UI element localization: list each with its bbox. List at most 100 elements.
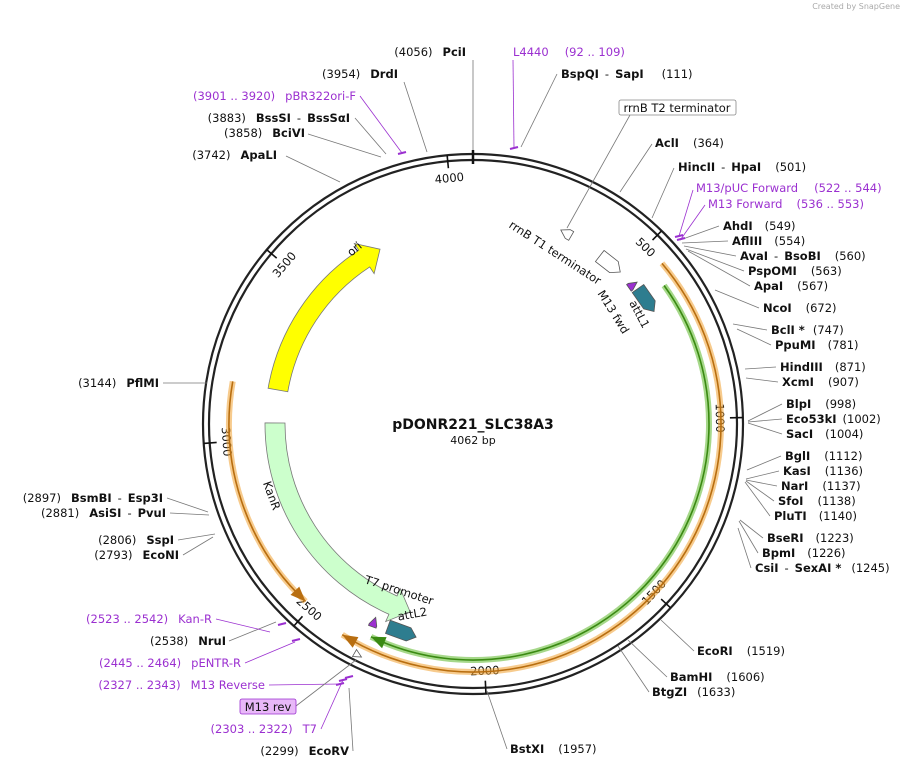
primer-mark-2: [674, 234, 684, 238]
site-nrui: (2538)NruI: [150, 634, 226, 648]
attl2-arrow: [384, 619, 417, 642]
orf-arrowhead-0: [370, 636, 387, 649]
site-avai: AvaI-BsoBI(560): [740, 249, 866, 263]
primer-leader-l4440: [512, 59, 515, 149]
site-sspi: (2806)SspI: [98, 533, 174, 547]
site-afliii: AflIII(554): [732, 234, 805, 248]
site-blpi: BlpI(998): [786, 397, 856, 411]
ori-arrow: [267, 242, 381, 393]
leader-ecorv: [348, 687, 354, 752]
primer-leader-m13-forward: [680, 204, 706, 240]
primer-kan-r: (2523 .. 2542)Kan-R: [86, 612, 212, 626]
leader-blpi: [747, 403, 783, 422]
m13-fwd-marker-shape: [626, 281, 638, 292]
primer-mark-8: [344, 675, 354, 679]
orf-arc-1: [341, 262, 722, 673]
tick-4000: [446, 155, 450, 169]
primer-mark-5: [291, 638, 301, 642]
site-asisi: (2881)AsiSI-PvuI: [41, 506, 166, 520]
m13-rev-box: M13 rev: [239, 698, 297, 715]
primer-leader-t7: [320, 679, 344, 730]
site-apali: (3742)ApaLI: [192, 148, 277, 162]
attl1-arrow: [631, 283, 656, 312]
leader-ncoi: [714, 289, 760, 309]
site-pcii: (4056)PciI: [394, 45, 466, 59]
tick-1500: [660, 598, 672, 609]
site-bsssi: (3883)BssSI-BssSαI: [208, 111, 350, 125]
leader-ppumi: [736, 328, 772, 346]
leader-xcmi: [745, 377, 779, 383]
primer-leader-pbr322ori-f: [359, 95, 403, 154]
primer-mark-1: [397, 151, 407, 155]
attl2-label: attL2: [396, 605, 428, 624]
site-acli: AclI(364): [655, 136, 724, 150]
leader-sfoi: [745, 480, 775, 502]
leader-ahdi: [679, 225, 720, 241]
leader-pluti: [744, 481, 771, 517]
tick-2500: [293, 615, 304, 627]
rrnb-t1-label: rrnB T1 terminator: [506, 218, 604, 288]
site-pspomi: PspOMI(563): [748, 264, 842, 278]
site-nari: NarI(1137): [781, 479, 861, 493]
site-bspqi: BspQI-SapI(111): [561, 67, 693, 81]
leader-hindiii: [744, 366, 777, 370]
site-pluti: PluTI(1140): [774, 509, 857, 523]
site-apai: ApaI(567): [754, 279, 828, 293]
site-hincii: HincII-HpaI(501): [678, 160, 806, 174]
leader-saci: [747, 422, 783, 435]
label-leader-lines: [163, 59, 783, 752]
site-ppumi: PpuMI(781): [775, 338, 859, 352]
snapgene-credit: Created by SnapGene: [812, 2, 900, 11]
kanr-arrow: [264, 422, 411, 623]
leader-sspi: [177, 533, 216, 541]
site-bgli: BglI(1112): [785, 449, 862, 463]
primer-mark-4: [277, 622, 287, 626]
primer-mark-7: [338, 678, 348, 682]
leader-pspomi: [685, 248, 745, 272]
site-bcivi: (3858)BciVI: [224, 126, 305, 140]
site-bseri: BseRI(1223): [767, 531, 854, 545]
leader-csii: [737, 527, 752, 569]
site-pflmi: (3144)PflMI: [78, 376, 159, 390]
rrnb-t1-arrow-shape: [594, 249, 621, 274]
leader-asisi: [169, 512, 210, 516]
plasmid-name: pDONR221_SLC38A3: [392, 417, 554, 433]
restriction-site-labels: (4056)PciI (3954)DrdI (3883)BssSI-BssSαI…: [23, 45, 890, 758]
leader-nari: [745, 479, 778, 487]
leader-bcivi: [307, 133, 382, 158]
site-xcmi: XcmI(907): [782, 375, 859, 389]
tick-3500: [266, 249, 278, 259]
m13-fwd-label: M13 fwd: [595, 287, 633, 336]
primer-t7: (2303 .. 2322)T7: [211, 722, 317, 736]
leader-bamhi: [627, 639, 668, 678]
primer-leader-pentr-r: [244, 641, 296, 664]
primer-labels: L4440(92 .. 109) (3901 .. 3920)pBR322ori…: [86, 45, 882, 736]
m13-rev-marker: [351, 648, 363, 658]
m13-fwd-marker: [626, 281, 638, 292]
tick-500: [651, 230, 663, 241]
orf-arcs: [226, 261, 724, 675]
leader-m13-rev: [295, 659, 357, 707]
rrnb-t2-arrow-shape: [560, 229, 575, 241]
primer-pbr322ori-f: (3901 .. 3920)pBR322ori-F: [193, 89, 356, 103]
leader-ecori: [660, 619, 695, 652]
tick-label-4000: 4000: [434, 170, 464, 187]
primer-mark-6: [335, 682, 345, 686]
leader-bpmi: [738, 520, 759, 554]
leader-avai: [683, 245, 737, 257]
leader-bsssi: [354, 117, 387, 155]
primer-mark-3: [676, 237, 686, 241]
site-sfoi: SfoI(1138): [778, 494, 856, 508]
attl2-arrow-shape: [384, 619, 417, 642]
rrnb-t2-box: rrnB T2 terminator: [618, 99, 737, 116]
primer-leader-m13puc-forward: [678, 189, 694, 237]
primer-m13-forward: M13 Forward(536 .. 553): [708, 197, 864, 211]
tick-2000: [484, 680, 487, 694]
site-bstxi: BstXI(1957): [510, 742, 597, 756]
site-hindiii: HindIII(871): [780, 360, 866, 374]
site-bcli: BclI *(747): [771, 323, 844, 337]
leader-btgzi: [617, 645, 650, 693]
primer-m13puc-forward: M13/pUC Forward(522 .. 544): [696, 181, 882, 195]
leader-drdi: [403, 81, 428, 153]
leader-bsmbi: [166, 497, 209, 513]
